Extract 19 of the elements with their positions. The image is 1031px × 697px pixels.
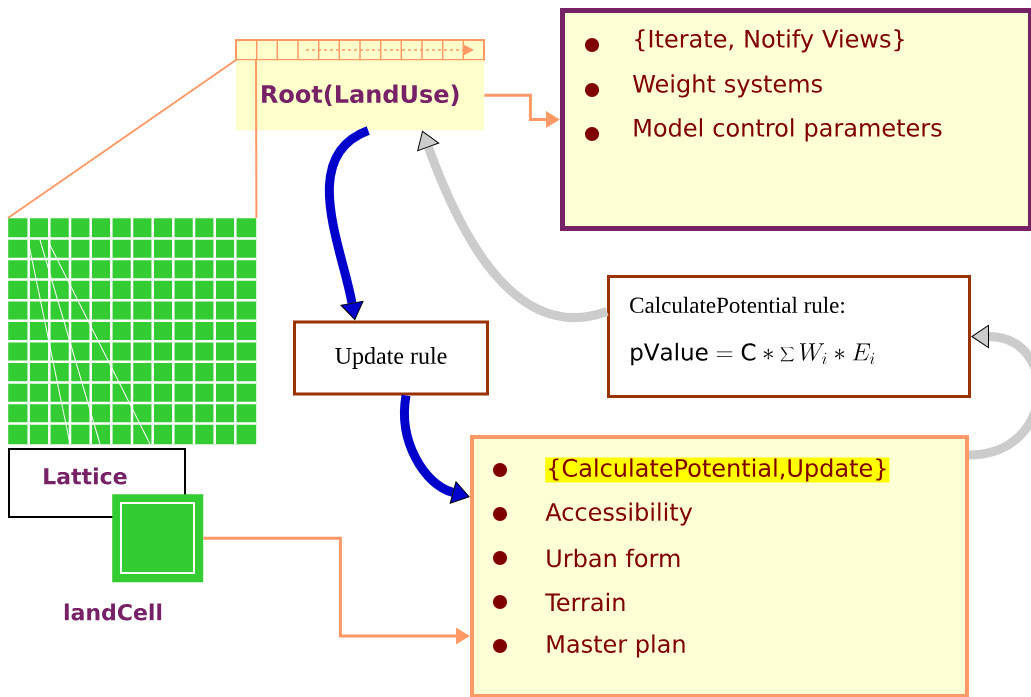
zoom-line: [255, 59, 258, 219]
zoom-line: [7, 59, 237, 219]
formula: $\mathrm{pValue} = \mathrm{C} * \sum W_i * E_i$: [631, 342, 875, 366]
curved-arrow: [324, 126, 371, 321]
curved-arrow: [400, 395, 470, 504]
curved-arrow: [968, 324, 1031, 460]
list-item: Weight systems: [585, 74, 822, 98]
list-item: Urban form: [493, 548, 680, 568]
list-item: Accessibility: [493, 502, 693, 526]
list-item: Master plan: [493, 634, 685, 658]
node-label: Root(LandUse): [262, 84, 459, 106]
rule-title: CalculatePotential rule:: [630, 296, 844, 314]
cell-label: landCell: [64, 603, 162, 621]
list-item: {Iterate, Notify Views}: [585, 29, 904, 53]
list-item: {CalculatePotential,Update}: [493, 457, 890, 483]
curved-arrow: [417, 130, 609, 322]
list-item: Terrain: [493, 592, 625, 612]
list-item: Model control parameters: [585, 118, 942, 142]
lattice-grid-drawing: [8, 218, 257, 445]
